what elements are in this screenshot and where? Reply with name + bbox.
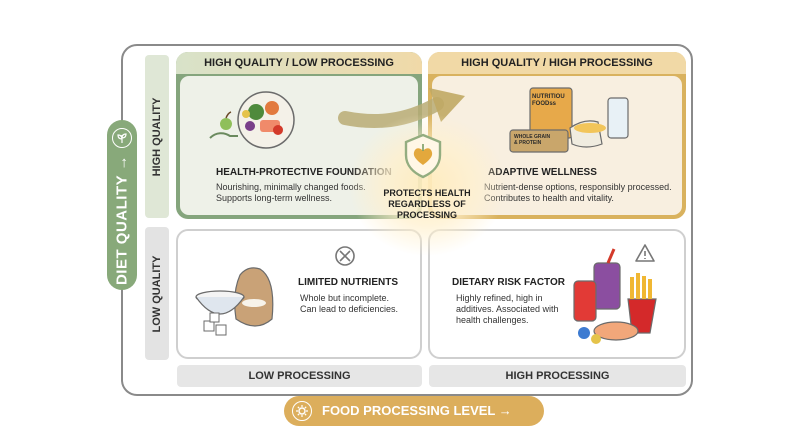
- warning-icon: [635, 244, 655, 262]
- row-band-high-quality: HIGH QUALITY: [145, 55, 169, 218]
- shield-heart-icon: [404, 133, 442, 179]
- quadrant-desc-line-1: Nutrient-dense options, responsibly proc…: [484, 182, 672, 192]
- quadrant-title: DIETARY RISK FACTOR: [452, 277, 565, 288]
- cutlery-crossed-icon: [335, 246, 355, 266]
- quadrant-desc-line-2: additives. Associated with: [456, 304, 559, 314]
- row-label-high-quality: HIGH QUALITY: [151, 97, 163, 176]
- quadrant-desc-line-1: Highly refined, high in: [456, 293, 543, 303]
- quadrant-desc-line-2: Contributes to health and vitality.: [484, 193, 614, 203]
- gear-icon: [292, 401, 312, 421]
- protein-bar-label: WHOLE GRAIN & PROTEIN: [514, 134, 551, 146]
- quadrant-desc-line-1: Whole but incomplete.: [300, 293, 390, 303]
- center-label-line-1: PROTECTS HEALTH: [383, 188, 471, 198]
- center-label: PROTECTS HEALTH REGARDLESS OF PROCESSING: [372, 188, 482, 221]
- leaf-icon: [112, 128, 132, 148]
- center-label-line-2: REGARDLESS OF: [388, 199, 466, 209]
- packaged-healthy-food-icon: [509, 87, 629, 153]
- quadrant-header: HIGH QUALITY / HIGH PROCESSING: [428, 52, 686, 74]
- product-box-label: NUTRITIOU FOODss: [532, 94, 565, 107]
- quadrant-header: HIGH QUALITY / LOW PROCESSING: [176, 52, 422, 74]
- quadrant-title: ADAPTIVE WELLNESS: [488, 167, 597, 178]
- flour-and-sugar-icon: [195, 267, 274, 336]
- row-band-low-quality: LOW QUALITY: [145, 227, 169, 360]
- row-label-low-quality: LOW QUALITY: [151, 255, 163, 332]
- whole-food-bowl-icon: [209, 91, 295, 149]
- quadrant-title: LIMITED NUTRIENTS: [298, 277, 398, 288]
- quadrant-desc-line-2: Can lead to deficiencies.: [300, 304, 399, 314]
- column-label-high-processing: HIGH PROCESSING: [429, 365, 686, 387]
- junk-food-icon: [573, 248, 657, 344]
- column-label-low-processing: LOW PROCESSING: [177, 365, 422, 387]
- y-axis-label: DIET QUALITY →: [113, 154, 131, 286]
- quadrant-desc-line-2: Supports long-term wellness.: [216, 193, 333, 203]
- quadrant-desc-line-3: health challenges.: [456, 315, 529, 325]
- quadrant-title: HEALTH-PROTECTIVE FOUNDATION: [216, 167, 392, 178]
- center-label-line-3: PROCESSING: [396, 210, 457, 220]
- quadrant-desc-line-1: Nourishing, minimally changed foods.: [216, 182, 366, 192]
- x-axis-label: FOOD PROCESSING LEVEL →: [322, 403, 512, 418]
- x-axis-pill: FOOD PROCESSING LEVEL →: [284, 396, 544, 426]
- y-axis-pill: DIET QUALITY →: [107, 120, 137, 290]
